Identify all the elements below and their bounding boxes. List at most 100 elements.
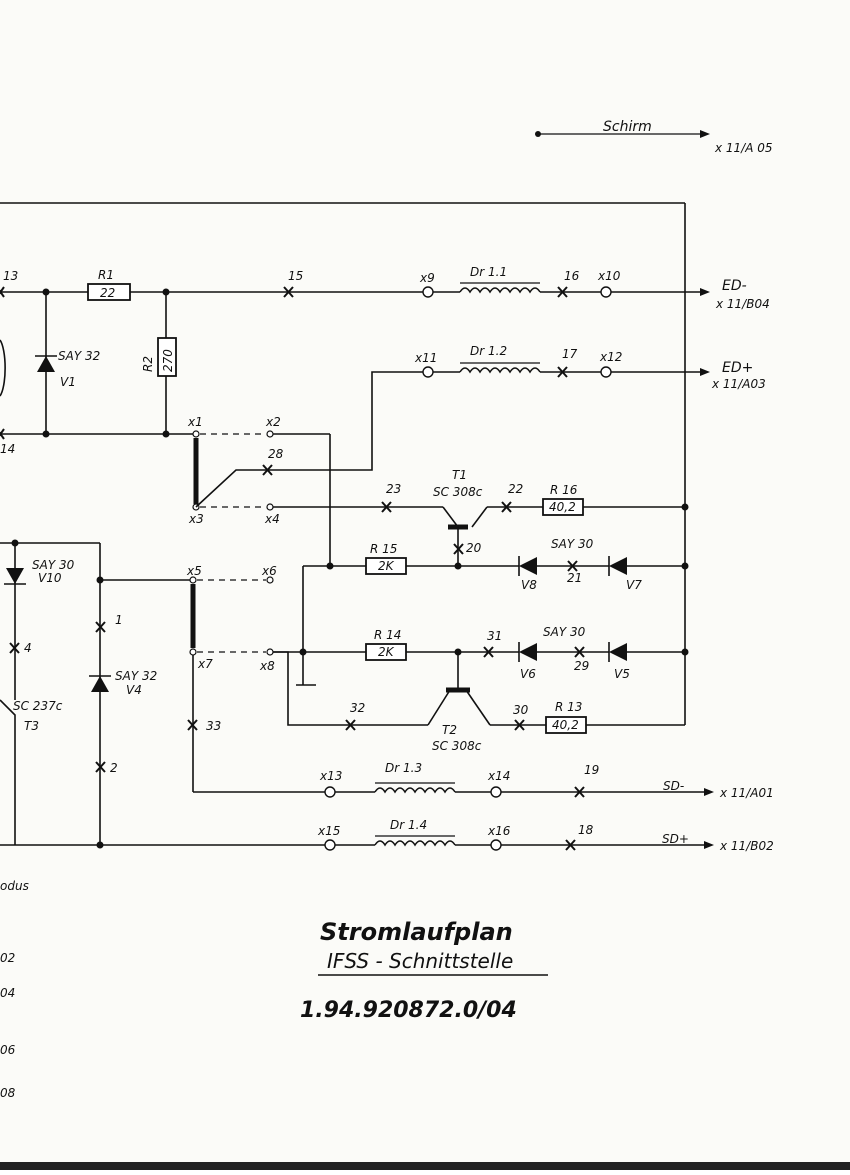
node-label-14: 14	[0, 442, 15, 456]
page-bottom-edge	[0, 1162, 850, 1170]
x2-terminal	[266, 430, 274, 438]
v1-diode	[37, 356, 55, 372]
cross-16	[557, 286, 568, 298]
say30-a: SAY 30	[551, 537, 594, 551]
node-label-x8: x8	[259, 659, 275, 673]
node-dot	[299, 648, 307, 656]
dr13-inductor	[374, 787, 456, 794]
ed-minus-dest: x 11/B04	[715, 297, 770, 311]
node-dot	[681, 562, 689, 570]
node-label-x4: x4	[264, 512, 280, 526]
v6-diode	[519, 643, 537, 661]
node-label-x6: x6	[261, 564, 277, 578]
node-label-x13: x13	[319, 769, 342, 783]
cross-31	[483, 646, 494, 658]
dr12-label: Dr 1.2	[470, 344, 507, 358]
cross-30	[514, 719, 525, 731]
x10-terminal	[600, 286, 612, 298]
node-label-x1: x1	[187, 415, 203, 429]
cross-19	[574, 786, 585, 798]
schirm-arrow	[700, 130, 710, 138]
node-label-2: 2	[110, 761, 118, 775]
node-label-x5: x5	[186, 564, 202, 578]
node-label-x10: x10	[597, 269, 621, 283]
v8-diode	[519, 557, 537, 575]
r16-label: R 16	[550, 483, 578, 497]
node-label-30: 30	[513, 703, 529, 717]
node-dot	[454, 562, 462, 570]
schirm-dest: x 11/A 05	[714, 141, 773, 155]
r13-label: R 13	[555, 700, 582, 714]
x15-terminal	[324, 839, 336, 851]
node-dot	[326, 562, 334, 570]
node-label-19: 19	[584, 763, 599, 777]
v5-label: V5	[614, 667, 630, 681]
node-label-33: 33	[206, 719, 221, 733]
x4-terminal	[266, 503, 274, 511]
say30-b: SAY 30	[543, 625, 586, 639]
node-dot	[42, 288, 50, 296]
node-label-31: 31	[487, 629, 502, 643]
ed-plus-label: ED+	[722, 360, 753, 376]
node-label-32: 32	[350, 701, 365, 715]
ed-plus-arrow	[700, 368, 710, 376]
sd-plus-label: SD+	[662, 832, 689, 846]
r13-value: 40,2	[552, 718, 579, 732]
v10-label: V10	[38, 571, 62, 585]
cross-2	[95, 761, 106, 773]
node-label-17: 17	[562, 347, 578, 361]
node-label-23: 23	[386, 482, 401, 496]
node-dot	[681, 648, 689, 656]
margin-04: 04	[0, 986, 15, 1000]
r1-value: 22	[100, 286, 115, 300]
r2-value: 270	[161, 349, 175, 372]
t3-lead	[0, 699, 16, 845]
v10-type: SAY 30	[32, 558, 75, 572]
node-label-x3: x3	[188, 512, 204, 526]
node-label-x9: x9	[419, 271, 435, 285]
t2-collector-lead	[427, 689, 451, 726]
t2-label: T2	[442, 723, 457, 737]
drawing-title: Stromlaufplan	[320, 918, 513, 946]
x16-terminal	[490, 839, 502, 851]
cross-17	[557, 366, 568, 378]
cross-13	[0, 286, 5, 298]
ed-minus-arrow	[700, 288, 710, 296]
x7-terminal	[189, 648, 197, 656]
cross-32	[345, 719, 356, 731]
sd-plus-arrow	[704, 841, 714, 849]
v4-label: V4	[126, 683, 142, 697]
node-label-x2: x2	[265, 415, 281, 429]
node-dot	[11, 539, 19, 547]
node-label-20: 20	[466, 541, 482, 555]
x9-terminal	[422, 286, 434, 298]
r15-label: R 15	[370, 542, 397, 556]
cross-14	[0, 428, 5, 440]
dr11-inductor	[459, 287, 541, 294]
node-label-x15: x15	[317, 824, 340, 838]
v6-label: V6	[520, 667, 536, 681]
node-label-29: 29	[574, 659, 589, 673]
v5-diode	[609, 643, 627, 661]
cross-18	[565, 839, 576, 851]
t3-label: T3	[24, 719, 39, 733]
dr13-label: Dr 1.3	[385, 761, 422, 775]
schirm-label: Schirm	[603, 119, 652, 135]
node-label-1: 1	[115, 613, 123, 627]
node-label-18: 18	[578, 823, 594, 837]
r1-label: R1	[98, 268, 114, 282]
cross-20	[453, 543, 464, 555]
v1-label: V1	[60, 375, 76, 389]
x1-terminal	[192, 430, 200, 438]
ed-minus-label: ED-	[722, 278, 747, 294]
r14-label: R 14	[374, 628, 401, 642]
v4-diode	[91, 676, 109, 692]
node-dot	[162, 288, 170, 296]
r2-resistor	[157, 337, 177, 377]
node-label-x16: x16	[487, 824, 511, 838]
x14-terminal	[490, 786, 502, 798]
node-label-16: 16	[564, 269, 580, 283]
margin-08: 08	[0, 1086, 16, 1100]
